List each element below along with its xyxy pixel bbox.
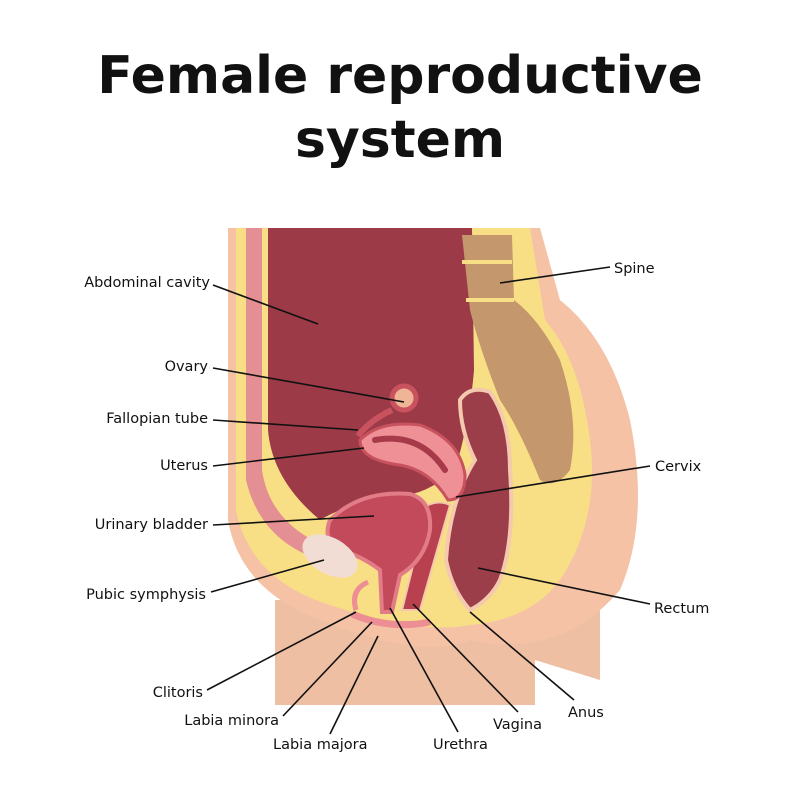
labia (350, 610, 431, 629)
label-abdominal-cavity: Abdominal cavity (84, 275, 210, 291)
pubic-symphysis (302, 534, 358, 578)
label-labia-minora: Labia minora (184, 713, 279, 729)
clitoris (352, 579, 370, 611)
uterus (358, 422, 467, 502)
spine (462, 235, 574, 484)
title-line-2: system (294, 110, 506, 170)
label-anus: Anus (568, 705, 604, 721)
fallopian-tube (355, 407, 394, 438)
vagina (400, 501, 452, 611)
label-spine: Spine (614, 261, 655, 277)
label-ovary: Ovary (165, 359, 209, 375)
label-fallopian-tube: Fallopian tube (106, 411, 208, 427)
label-clitoris: Clitoris (153, 685, 203, 701)
ovary (389, 383, 419, 413)
label-urethra: Urethra (433, 737, 488, 753)
label-rectum: Rectum (654, 601, 709, 617)
label-urinary-bladder: Urinary bladder (95, 517, 208, 533)
uterine-cavity (372, 435, 448, 473)
title-line-1: Female reproductive (97, 46, 703, 106)
label-vagina: Vagina (493, 717, 542, 733)
label-cervix: Cervix (655, 459, 702, 475)
label-pubic-symphysis: Pubic symphysis (86, 587, 206, 603)
rectum (443, 387, 514, 613)
label-labia-majora: Labia majora (273, 737, 367, 753)
abdominal-muscle (246, 228, 330, 560)
label-uterus: Uterus (160, 458, 208, 474)
